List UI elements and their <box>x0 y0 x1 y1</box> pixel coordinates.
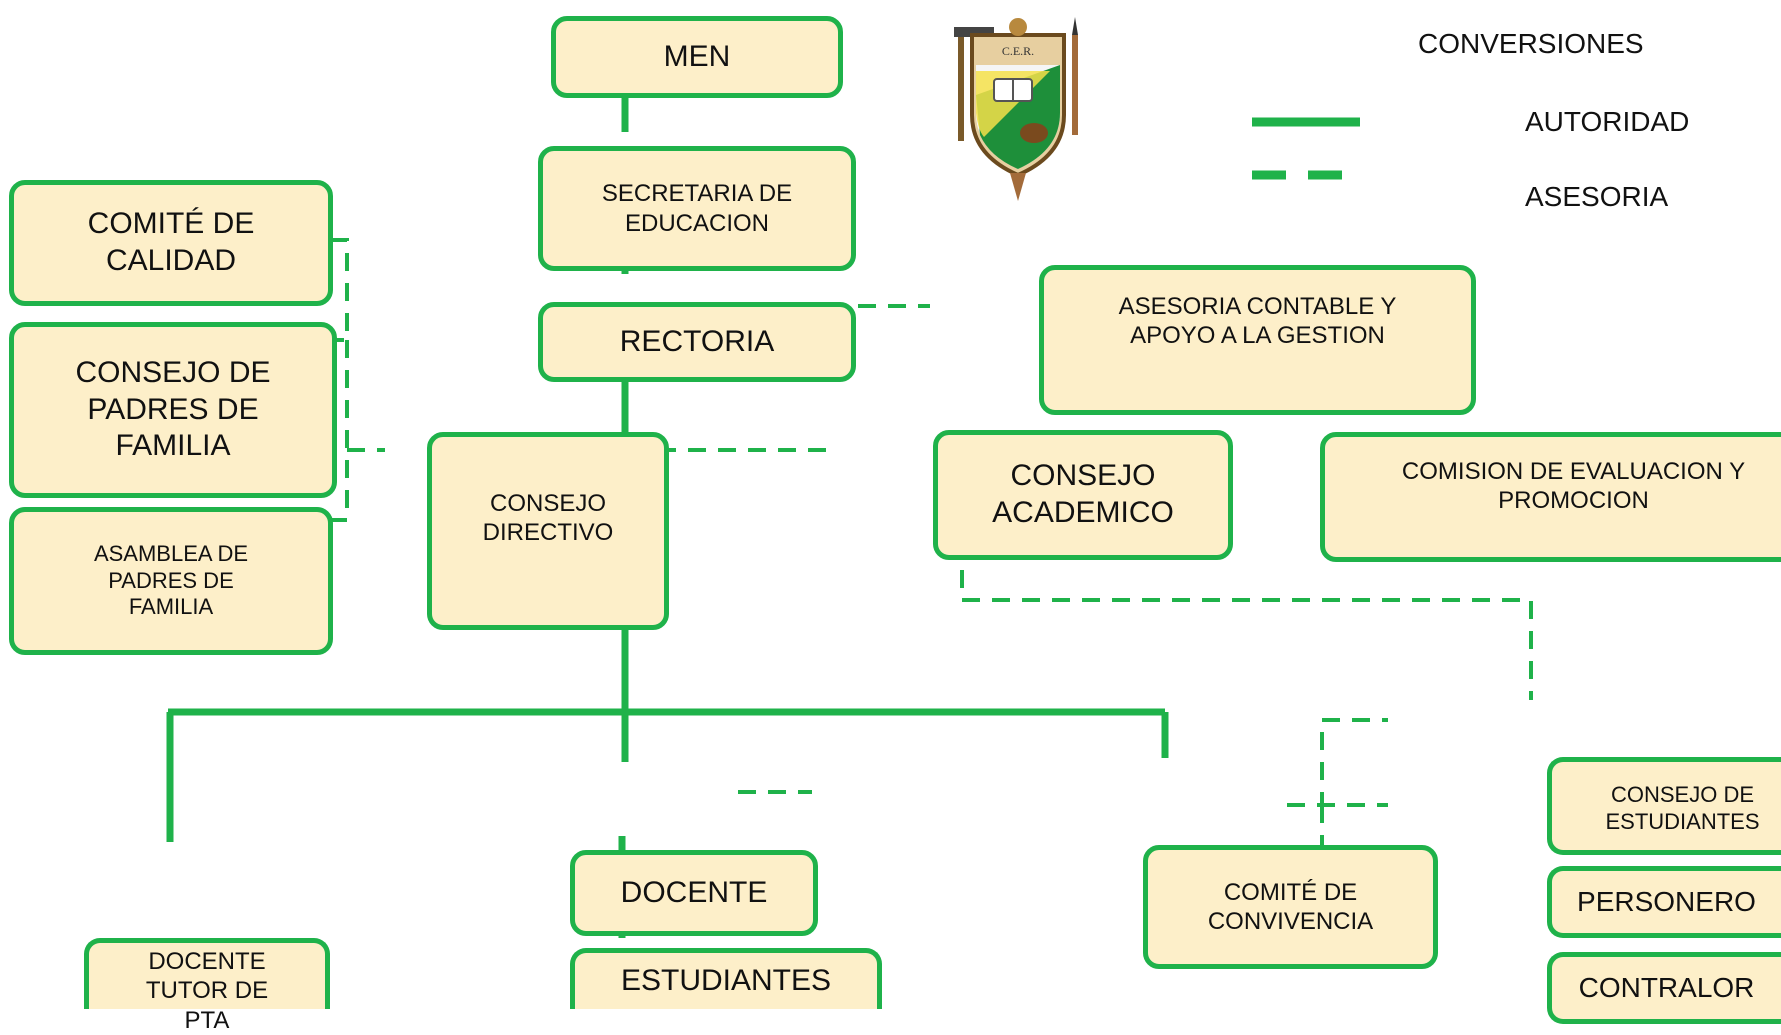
legend-advisory-label: ASESORIA <box>1525 181 1669 212</box>
node-asamblea-padres: ASAMBLEA DE PADRES DE FAMILIA <box>9 507 333 655</box>
node-docente-tutor: DOCENTE TUTOR DE PTA <box>84 938 330 1034</box>
node-men: MEN <box>551 16 843 98</box>
node-comite-convivencia: COMITÉ DE CONVIVENCIA <box>1143 845 1438 969</box>
node-personero: PERSONERO <box>1547 866 1781 938</box>
node-consejo-academico: CONSEJO ACADEMICO <box>933 430 1233 560</box>
node-rectoria: RECTORIA <box>538 302 856 382</box>
node-estudiantes: ESTUDIANTES <box>570 948 882 1009</box>
node-comision-evaluacion: COMISION DE EVALUACION Y PROMOCION <box>1320 432 1781 562</box>
dash-convivencia-consejo <box>1287 718 1388 807</box>
node-consejo-padres: CONSEJO DE PADRES DE FAMILIA <box>9 322 337 498</box>
legend-authority-label: AUTORIDAD <box>1525 106 1690 137</box>
node-docente: DOCENTE <box>570 850 818 936</box>
node-consejo-directivo: CONSEJO DIRECTIVO <box>427 432 669 630</box>
node-contralor: CONTRALOR <box>1547 952 1781 1024</box>
node-secretaria: SECRETARIA DE EDUCACION <box>538 146 856 271</box>
dash-calidad-padres <box>300 238 349 342</box>
logo-text: C.E.R. <box>1002 44 1034 58</box>
school-crest-logo: C.E.R. <box>954 17 1078 201</box>
node-asesoria-contable: ASESORIA CONTABLE Y APOYO A LA GESTION <box>1039 265 1476 415</box>
legend-title: CONVERSIONES <box>1418 28 1644 59</box>
node-comite-calidad: COMITÉ DE CALIDAD <box>9 180 333 306</box>
node-consejo-estudiantes: CONSEJO DE ESTUDIANTES <box>1547 757 1781 855</box>
